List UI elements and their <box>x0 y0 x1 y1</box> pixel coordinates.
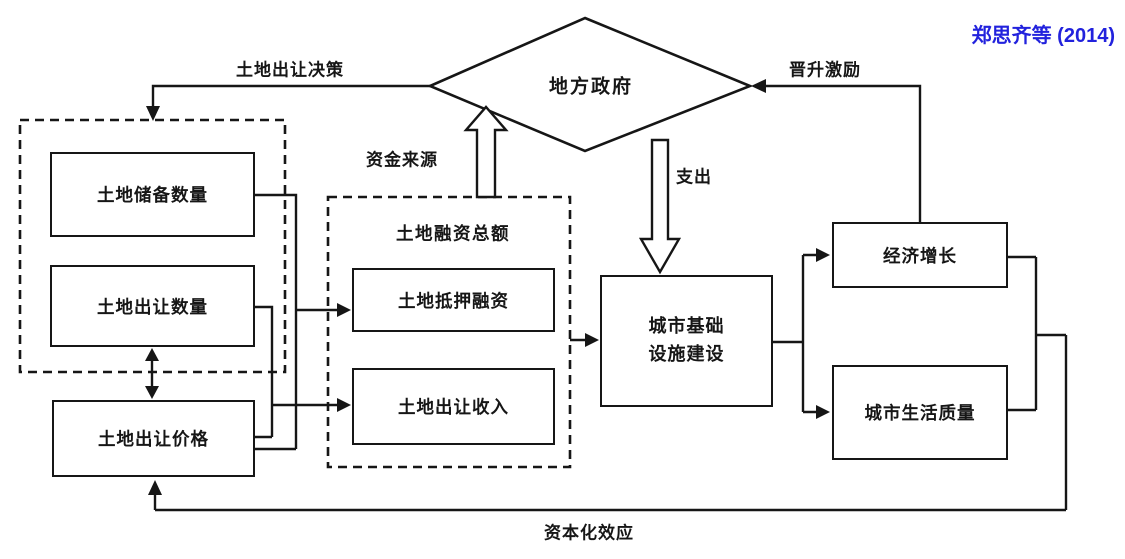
local-government-diamond <box>426 16 754 153</box>
infrastructure-in-arrowhead <box>585 333 599 347</box>
node-land-transfer-price: 土地出让价格 <box>52 400 255 477</box>
arrowheads <box>145 79 830 495</box>
local-government-label: 地方政府 <box>548 76 634 98</box>
node-urban-life-quality: 城市生活质量 <box>832 365 1008 460</box>
promotion-connector <box>762 84 922 222</box>
node-urban-infrastructure: 城市基础 设施建设 <box>600 275 773 407</box>
reserve-to-mortgage-connector <box>255 193 339 451</box>
funding-source-block-arrow <box>463 105 509 199</box>
double-arrow-down-head <box>145 386 159 399</box>
node-land-transfer-income: 土地出让收入 <box>352 368 555 445</box>
double-arrow-up-head <box>145 348 159 361</box>
urban-infrastructure-text: 城市基础 设施建设 <box>649 313 725 369</box>
decision-arrowhead <box>146 106 160 121</box>
node-land-reserve-quantity: 土地储备数量 <box>50 152 255 237</box>
spending-label: 支出 <box>676 167 712 187</box>
capitalization-connector <box>153 255 1068 512</box>
growth-in-arrowhead <box>816 248 830 262</box>
connector-lines <box>150 84 1068 512</box>
income-arrowhead <box>337 398 351 412</box>
land-finance-group-title: 土地融资总额 <box>396 223 510 244</box>
spending-block-arrow <box>638 138 682 275</box>
mortgage-arrowhead <box>337 303 351 317</box>
node-land-transfer-quantity: 土地出让数量 <box>50 265 255 347</box>
promotion-incentive-label: 晋升激励 <box>789 60 861 80</box>
node-land-mortgage-financing: 土地抵押融资 <box>352 268 555 332</box>
funding-source-label: 资金来源 <box>366 150 438 170</box>
urban-infrastructure-line2: 设施建设 <box>648 344 725 364</box>
promotion-arrowhead <box>751 79 766 93</box>
land-transfer-decision-label: 土地出让决策 <box>236 60 344 80</box>
citation-text: 郑思齐等 (2014) <box>971 25 1115 47</box>
capitalization-arrowhead <box>148 480 162 495</box>
node-economic-growth: 经济增长 <box>832 222 1008 288</box>
quality-in-arrowhead <box>816 405 830 419</box>
infrastructure-split-connector <box>772 253 818 414</box>
quantity-to-income-connector <box>255 305 339 439</box>
urban-infrastructure-line1: 城市基础 <box>648 316 725 337</box>
capitalization-effect-label: 资本化效应 <box>544 523 634 543</box>
decision-connector <box>151 84 430 110</box>
land-finance-dashed-group-box <box>326 195 572 469</box>
